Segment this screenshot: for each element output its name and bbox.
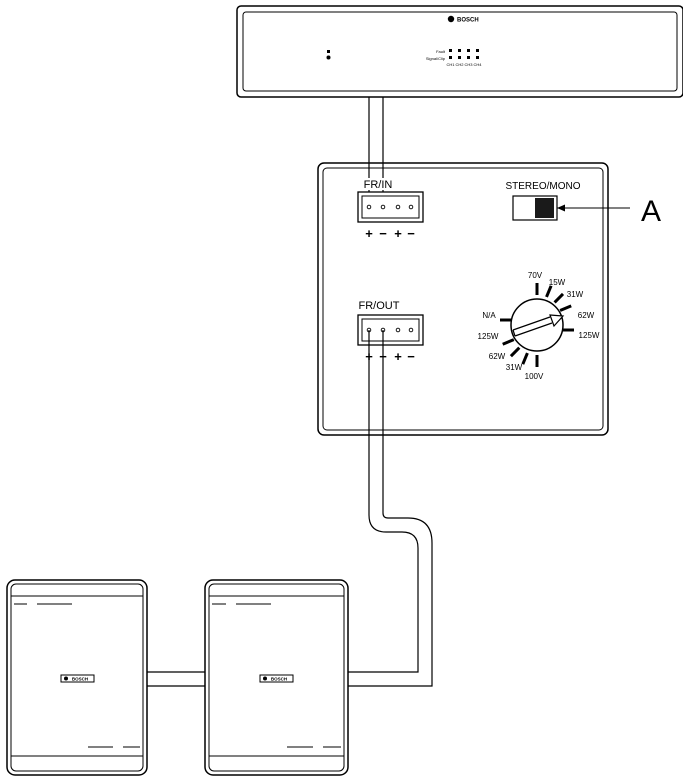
dial-setting-label: 125W xyxy=(478,332,499,341)
speaker-brand: BOSCH xyxy=(72,677,88,682)
speaker-right: BOSCH xyxy=(204,579,349,776)
callout-label: A xyxy=(641,195,661,228)
dial-setting-label: 31W xyxy=(506,363,523,372)
tap-selector-dial[interactable]: 70V 15W 31W 62W 125W 100V 31W 62W 125W N… xyxy=(478,271,600,381)
channel-label: CH3 xyxy=(464,62,473,67)
led-row-label-fault: Fault xyxy=(436,49,446,54)
speaker-logo: BOSCH xyxy=(259,674,294,683)
dial-setting-label: 125W xyxy=(579,331,600,340)
power-indicator-icon xyxy=(326,50,331,60)
dial-setting-label: N/A xyxy=(482,311,496,320)
dial-setting-label: 70V xyxy=(528,271,543,280)
output-label: FR/OUT xyxy=(359,300,400,312)
dial-setting-label: 31W xyxy=(567,290,584,299)
polarity-label: + xyxy=(394,226,402,241)
channel-label: CH2 xyxy=(455,62,464,67)
speaker-link-cable xyxy=(147,671,205,687)
amplifier-brand: BOSCH xyxy=(457,18,479,24)
stereo-mono-label: STEREO/MONO xyxy=(505,181,580,192)
callout-a: A xyxy=(557,195,661,228)
led-row-label-signal: Signal/Clip xyxy=(426,56,446,61)
amplifier: BOSCH Fault Signal/Clip CH1 CH2 CH3 CH4 xyxy=(236,5,683,98)
input-label: FR/IN xyxy=(364,179,393,191)
polarity-label: − xyxy=(379,226,387,241)
channel-label: CH4 xyxy=(473,62,482,67)
amplifier-logo: BOSCH xyxy=(447,15,479,24)
output-terminal-block xyxy=(357,314,424,346)
speaker-logo: BOSCH xyxy=(60,674,95,683)
speaker-brand: BOSCH xyxy=(271,677,287,682)
dial-setting-label: 15W xyxy=(549,278,566,287)
output-cable xyxy=(348,330,433,687)
channel-label: CH1 xyxy=(446,62,455,67)
polarity-label: + xyxy=(394,349,402,364)
polarity-label: + xyxy=(365,226,373,241)
dial-setting-label: 62W xyxy=(489,352,506,361)
stereo-mono-switch[interactable] xyxy=(512,195,558,221)
dial-ticks xyxy=(500,283,574,367)
polarity-label: − xyxy=(407,349,415,364)
dial-pointer-arrow-icon xyxy=(512,314,565,337)
channel-leds xyxy=(449,49,479,59)
dial-setting-label: 62W xyxy=(578,311,595,320)
dial-setting-label: 100V xyxy=(525,372,544,381)
speaker-left: BOSCH xyxy=(6,579,148,776)
polarity-label: − xyxy=(407,226,415,241)
input-terminal-block xyxy=(357,191,424,223)
